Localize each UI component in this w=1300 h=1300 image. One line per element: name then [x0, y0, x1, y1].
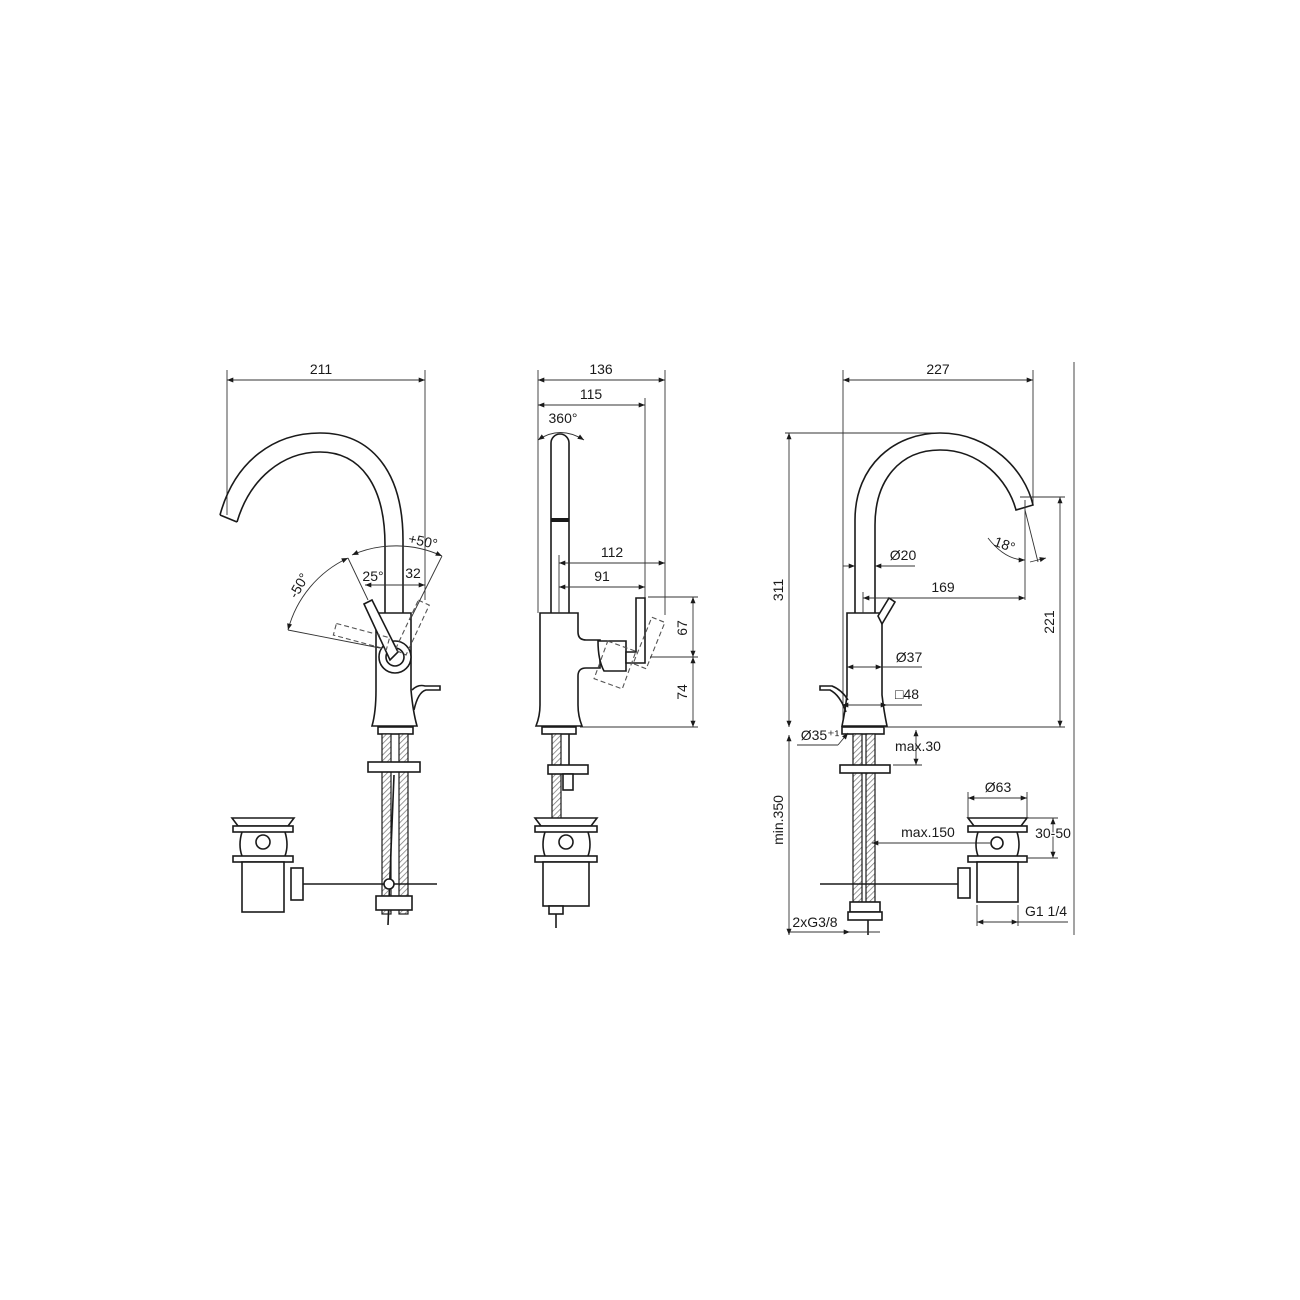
base-ring	[377, 726, 414, 735]
faucet-body	[534, 612, 601, 727]
dim-112: 112	[601, 544, 624, 560]
drain-ring	[534, 825, 598, 833]
dim-g114: G1 1/4	[1025, 903, 1067, 919]
dim-221: 221	[1041, 610, 1057, 634]
base-ring	[841, 726, 885, 735]
hose-nut	[847, 911, 883, 921]
dim-square-48: □48	[895, 686, 919, 702]
mounting-plate	[367, 761, 421, 773]
dim-min350: min.350	[770, 795, 786, 845]
dim-2xg38: 2xG3/8	[792, 914, 837, 930]
dim-max30: max.30	[895, 738, 941, 754]
hose	[865, 733, 876, 903]
drain-nut	[548, 905, 564, 915]
dim-o37: Ø37	[896, 649, 923, 665]
spout-inner	[236, 451, 386, 613]
plate-nut	[562, 773, 574, 791]
drain-flange	[533, 817, 599, 827]
drain-ring	[967, 855, 1028, 863]
mounting-plate	[547, 764, 589, 775]
dim-169: 169	[931, 579, 955, 595]
hose	[398, 733, 409, 915]
extension-line	[409, 555, 443, 621]
dim-25: 25°	[362, 568, 383, 584]
lever-ghost-right	[394, 599, 431, 656]
dim-311: 311	[770, 579, 786, 602]
pop-up-knob	[819, 685, 849, 713]
dim-max150: max.150	[901, 824, 955, 840]
rod-joint	[383, 878, 395, 890]
dim-136: 136	[589, 361, 613, 377]
drain-body	[542, 831, 591, 857]
dim-minus-50: -50°	[285, 570, 312, 600]
spout-pipe	[550, 433, 570, 613]
pop-up-knob	[411, 684, 441, 711]
lever	[362, 598, 399, 662]
overflow-icon	[990, 836, 1004, 850]
arc-plus-50	[351, 545, 443, 557]
faucet-body	[841, 612, 888, 727]
dim-360: 360°	[549, 410, 578, 426]
profile-view: 227 311 221 18° Ø20 169 Ø37 □48 Ø35⁺¹	[770, 361, 1075, 935]
hose	[852, 733, 863, 903]
extension-line	[287, 629, 381, 649]
dim-91: 91	[594, 568, 610, 584]
drain-flange	[966, 817, 1029, 827]
drain-nut	[957, 867, 971, 899]
overflow-icon	[255, 834, 271, 850]
dim-227: 227	[926, 361, 950, 377]
drain-tail	[542, 861, 590, 907]
drain-body	[975, 831, 1020, 857]
hose-nut	[375, 895, 413, 911]
dim-67: 67	[674, 620, 690, 636]
hose	[551, 733, 562, 821]
drain-ring	[232, 825, 294, 833]
drain-nut	[290, 867, 304, 901]
drain-ring	[232, 855, 294, 863]
drain-ring	[967, 825, 1028, 833]
arc-18	[987, 537, 1026, 563]
spout	[854, 432, 1034, 613]
lever	[877, 596, 897, 626]
extension-line	[1024, 509, 1039, 563]
extension-line	[347, 557, 369, 601]
dim-o35: Ø35⁺¹	[801, 727, 840, 743]
rotation-arrow-icon	[537, 432, 585, 441]
dim-plus-50: +50°	[407, 530, 439, 552]
overflow-icon	[558, 834, 574, 850]
mounting-plate	[839, 764, 891, 774]
drain-body	[239, 831, 288, 857]
handle-ghost	[593, 640, 637, 690]
dim-30-50: 30-50	[1035, 825, 1071, 841]
dim-o20: Ø20	[890, 547, 917, 563]
side-view: 136 115 360° 112 91 67 74	[533, 361, 698, 928]
arc-18-end	[1029, 557, 1047, 563]
dim-o63: Ø63	[985, 779, 1012, 795]
drain-tail	[241, 861, 285, 913]
dim-32: 32	[405, 565, 421, 581]
drain-tail	[976, 861, 1019, 903]
aerator-mark	[551, 518, 569, 522]
dim-74: 74	[674, 684, 690, 700]
dim-18: 18°	[992, 533, 1017, 555]
dim-115: 115	[580, 386, 603, 402]
drain-flange	[230, 817, 296, 827]
drain-ring	[534, 855, 598, 863]
spout-outlet	[219, 514, 238, 523]
arc-minus-50	[287, 557, 349, 631]
hose	[381, 733, 392, 915]
front-view: 211 -50° +50° 25° 32	[219, 361, 443, 926]
dim-211: 211	[310, 361, 333, 377]
spout-outer	[219, 432, 404, 613]
hose-nut	[849, 901, 881, 913]
leader-line	[837, 732, 849, 746]
handle-lever	[625, 597, 646, 664]
base-ring	[541, 726, 577, 735]
